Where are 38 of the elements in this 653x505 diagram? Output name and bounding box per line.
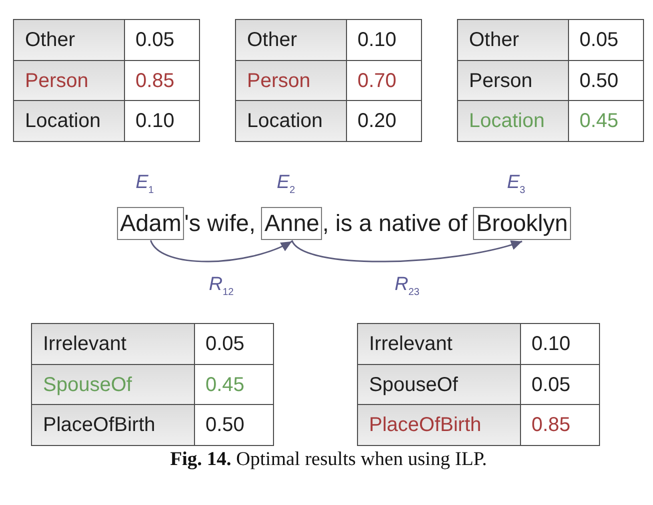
- entity-tag: E$_{3}$: [506, 173, 526, 196]
- sentence-text: , is a native of: [322, 209, 468, 238]
- category-cell: SpouseOf: [31, 364, 195, 406]
- score-cell: 0.85: [520, 404, 600, 446]
- relation-arrow: [291, 240, 522, 262]
- score-cell: 0.05: [194, 323, 274, 365]
- score-cell: 0.20: [346, 100, 422, 142]
- entity-word-box: Adam: [117, 207, 184, 240]
- entity-word-box: Anne: [261, 207, 322, 240]
- relation-label: R$_{23}$: [394, 275, 420, 298]
- relation-arrow: [150, 240, 292, 262]
- category-cell: Location: [235, 100, 347, 142]
- category-cell: SpouseOf: [357, 364, 521, 406]
- category-cell: Irrelevant: [357, 323, 521, 365]
- category-cell: Location: [457, 100, 569, 142]
- category-cell: PlaceOfBirth: [357, 404, 521, 446]
- category-cell: Location: [13, 100, 125, 142]
- category-cell: Person: [13, 60, 125, 102]
- entity-tag: E$_{2}$: [276, 173, 296, 196]
- score-cell: 0.45: [568, 100, 644, 142]
- sentence-text: 's wife,: [184, 209, 256, 238]
- entity-word-box: Brooklyn: [473, 207, 571, 240]
- score-cell: 0.10: [346, 19, 422, 61]
- category-cell: PlaceOfBirth: [31, 404, 195, 446]
- score-cell: 0.50: [194, 404, 274, 446]
- relation-label: R$_{12}$: [208, 275, 234, 298]
- category-cell: Person: [457, 60, 569, 102]
- category-cell: Other: [457, 19, 569, 61]
- score-cell: 0.10: [124, 100, 200, 142]
- category-cell: Irrelevant: [31, 323, 195, 365]
- score-cell: 0.10: [520, 323, 600, 365]
- category-cell: Person: [235, 60, 347, 102]
- entity-tag: E$_{1}$: [136, 173, 154, 196]
- score-cell: 0.05: [568, 19, 644, 61]
- score-cell: 0.05: [124, 19, 200, 61]
- category-cell: Other: [235, 19, 347, 61]
- category-cell: Other: [13, 19, 125, 61]
- figure-caption: Fig. 14. Optimal results when using ILP.: [170, 449, 487, 471]
